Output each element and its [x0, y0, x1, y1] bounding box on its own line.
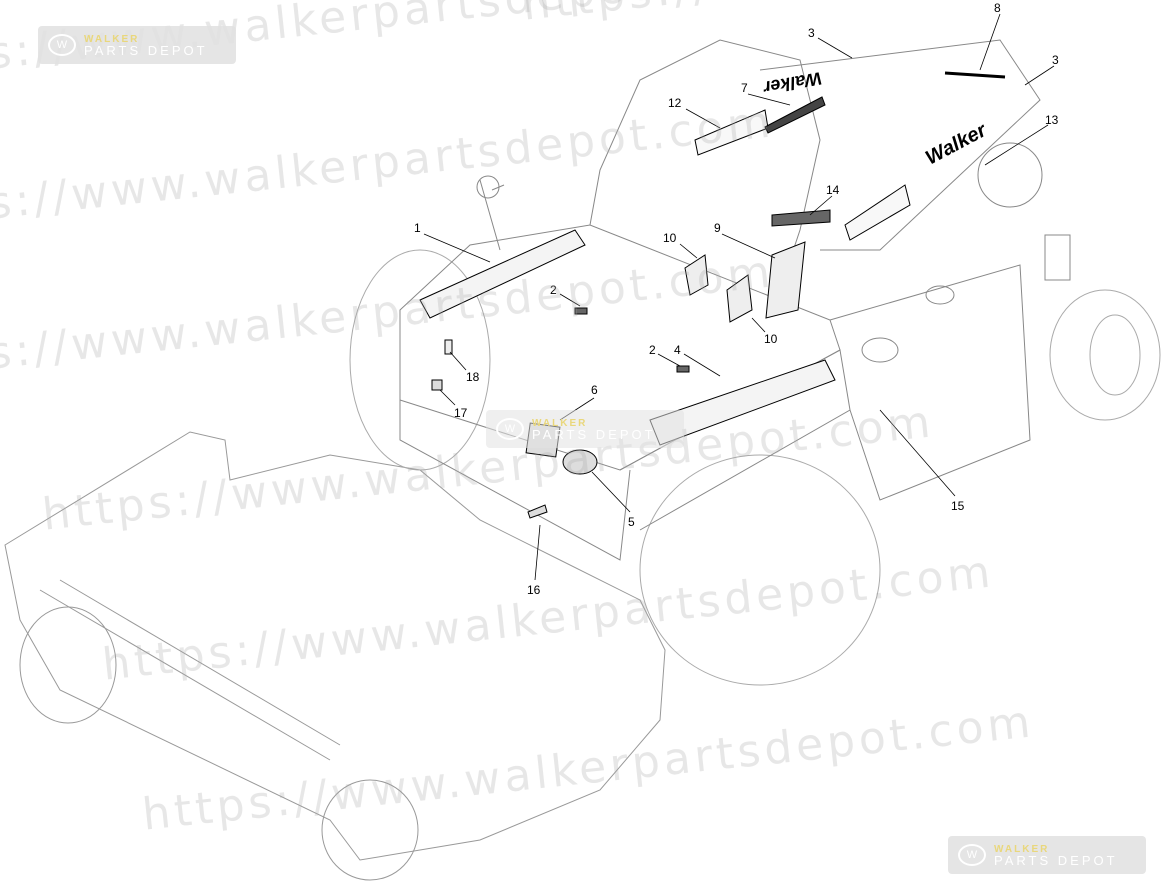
- walker-logo-icon: W: [496, 418, 524, 440]
- callout-2: 2: [550, 283, 557, 297]
- walker-hood-decal-text: Walker: [761, 68, 823, 98]
- callout-3: 3: [1052, 53, 1059, 67]
- logo-line1: WALKER: [994, 844, 1050, 855]
- mower-deck: [4, 431, 666, 881]
- callout-2: 2: [649, 343, 656, 357]
- callout-1: 1: [414, 221, 421, 235]
- logo-line1: WALKER: [84, 34, 140, 45]
- callout-3: 3: [808, 26, 815, 40]
- callout-10: 10: [663, 231, 677, 245]
- callout-5: 5: [628, 515, 635, 529]
- logo-line1: WALKER: [532, 418, 588, 429]
- mower-body: [399, 39, 1071, 561]
- callout-4: 4: [674, 343, 681, 357]
- logo-line2: PARTS DEPOT: [532, 427, 656, 442]
- logo-line2: PARTS DEPOT: [84, 43, 208, 58]
- walker-logo-icon: W: [958, 844, 986, 866]
- callouts: 3 8 3 7 12 13 14 1 10 9 2 10 2 4 18 17 6…: [414, 1, 1059, 597]
- callout-13: 13: [1045, 113, 1059, 127]
- callout-16: 16: [527, 583, 541, 597]
- rear-wheel: [349, 249, 881, 686]
- callout-9: 9: [714, 221, 721, 235]
- decals: Walker Walker: [419, 68, 1006, 519]
- callout-18: 18: [466, 370, 480, 384]
- callout-8: 8: [994, 1, 1001, 15]
- callout-17: 17: [454, 406, 468, 420]
- caster-wheel: [1049, 289, 1161, 421]
- callout-12: 12: [668, 96, 682, 110]
- logo-line2: PARTS DEPOT: [994, 853, 1118, 868]
- callout-7: 7: [741, 81, 748, 95]
- callout-10: 10: [764, 332, 778, 346]
- callout-14: 14: [826, 183, 840, 197]
- walker-logo-icon: W: [48, 34, 76, 56]
- callout-6: 6: [591, 383, 598, 397]
- callout-15: 15: [951, 499, 965, 513]
